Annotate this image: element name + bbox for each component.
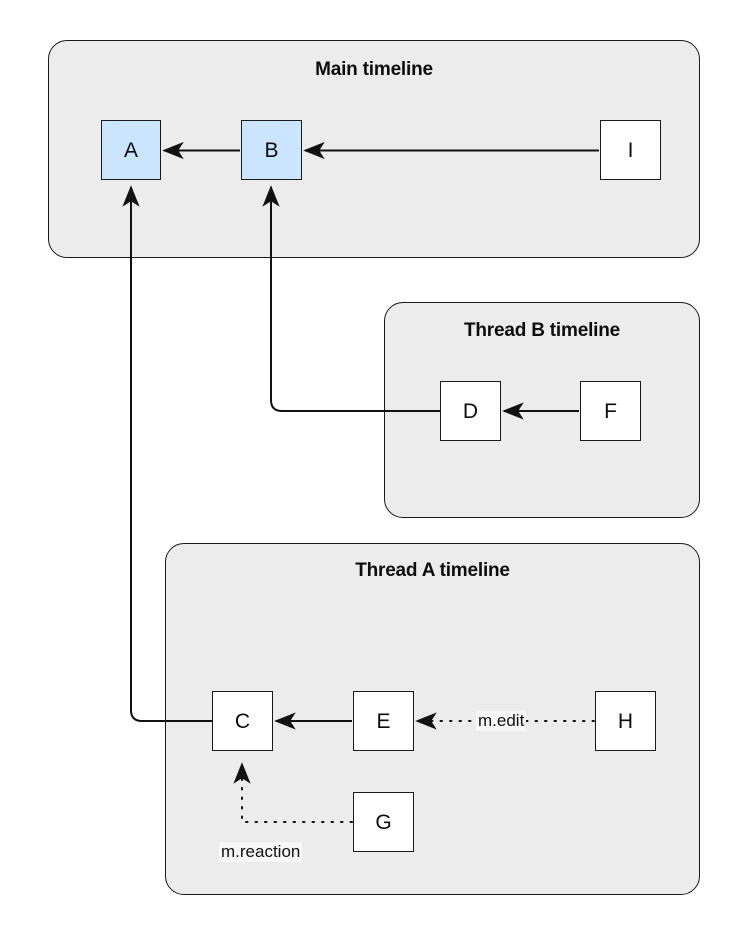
node-c-label: C <box>234 709 251 733</box>
node-e-label: E <box>376 709 391 733</box>
group-thread-b-timeline-label: Thread B timeline <box>463 320 621 341</box>
edge-label-m-edit: m.edit <box>476 711 527 731</box>
group-thread-a-timeline-label: Thread A timeline <box>355 560 510 581</box>
node-a[interactable]: A <box>101 120 161 180</box>
node-b[interactable]: B <box>241 120 302 180</box>
node-a-label: A <box>123 138 138 162</box>
node-b-label: B <box>264 138 279 162</box>
node-g-label: G <box>375 810 392 834</box>
node-e[interactable]: E <box>353 691 414 751</box>
node-f-label: F <box>604 399 617 423</box>
node-i[interactable]: I <box>600 120 661 180</box>
node-h[interactable]: H <box>595 691 656 751</box>
edge-label-m-reaction: m.reaction <box>219 842 303 862</box>
node-d[interactable]: D <box>440 381 501 441</box>
node-c[interactable]: C <box>212 691 273 751</box>
node-f[interactable]: F <box>580 381 641 441</box>
node-g[interactable]: G <box>353 792 414 852</box>
node-d-label: D <box>462 399 479 423</box>
group-main-timeline-label: Main timeline <box>315 59 433 80</box>
node-i-label: I <box>627 138 634 162</box>
node-h-label: H <box>617 709 634 733</box>
